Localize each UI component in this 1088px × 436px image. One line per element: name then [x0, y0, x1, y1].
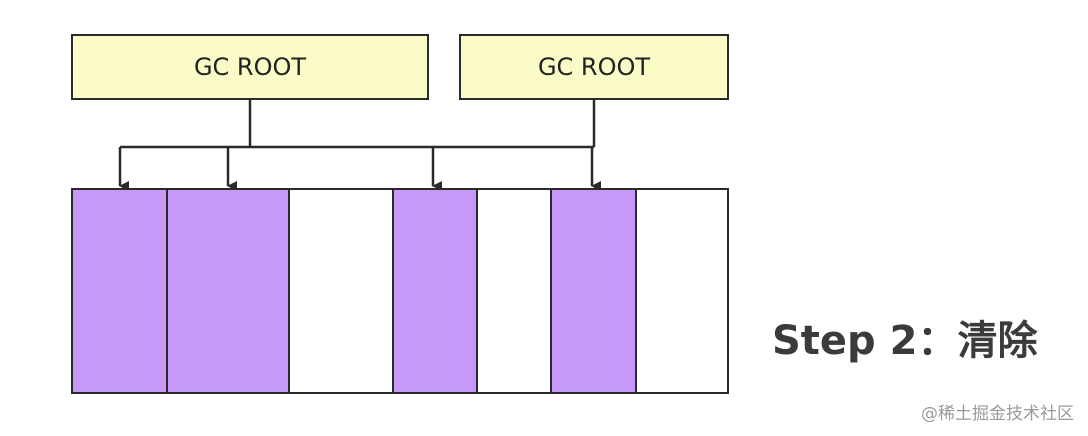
memory-blocks [71, 188, 729, 394]
gc-root-label: GC ROOT [537, 53, 651, 81]
step-label: Step 2：清除 [772, 318, 1038, 364]
memory-cell-free [290, 190, 394, 392]
memory-cell-alive [168, 190, 290, 392]
memory-cell-free [478, 190, 552, 392]
gc-root-box-2: GC ROOT [459, 34, 729, 100]
watermark: @稀土掘金技术社区 [921, 404, 1074, 424]
gc-root-box-1: GC ROOT [71, 34, 429, 100]
gc-root-label: GC ROOT [193, 53, 307, 81]
memory-cell-alive [552, 190, 637, 392]
memory-cell-alive [394, 190, 478, 392]
memory-cell-alive [73, 190, 168, 392]
memory-cell-free [637, 190, 727, 392]
